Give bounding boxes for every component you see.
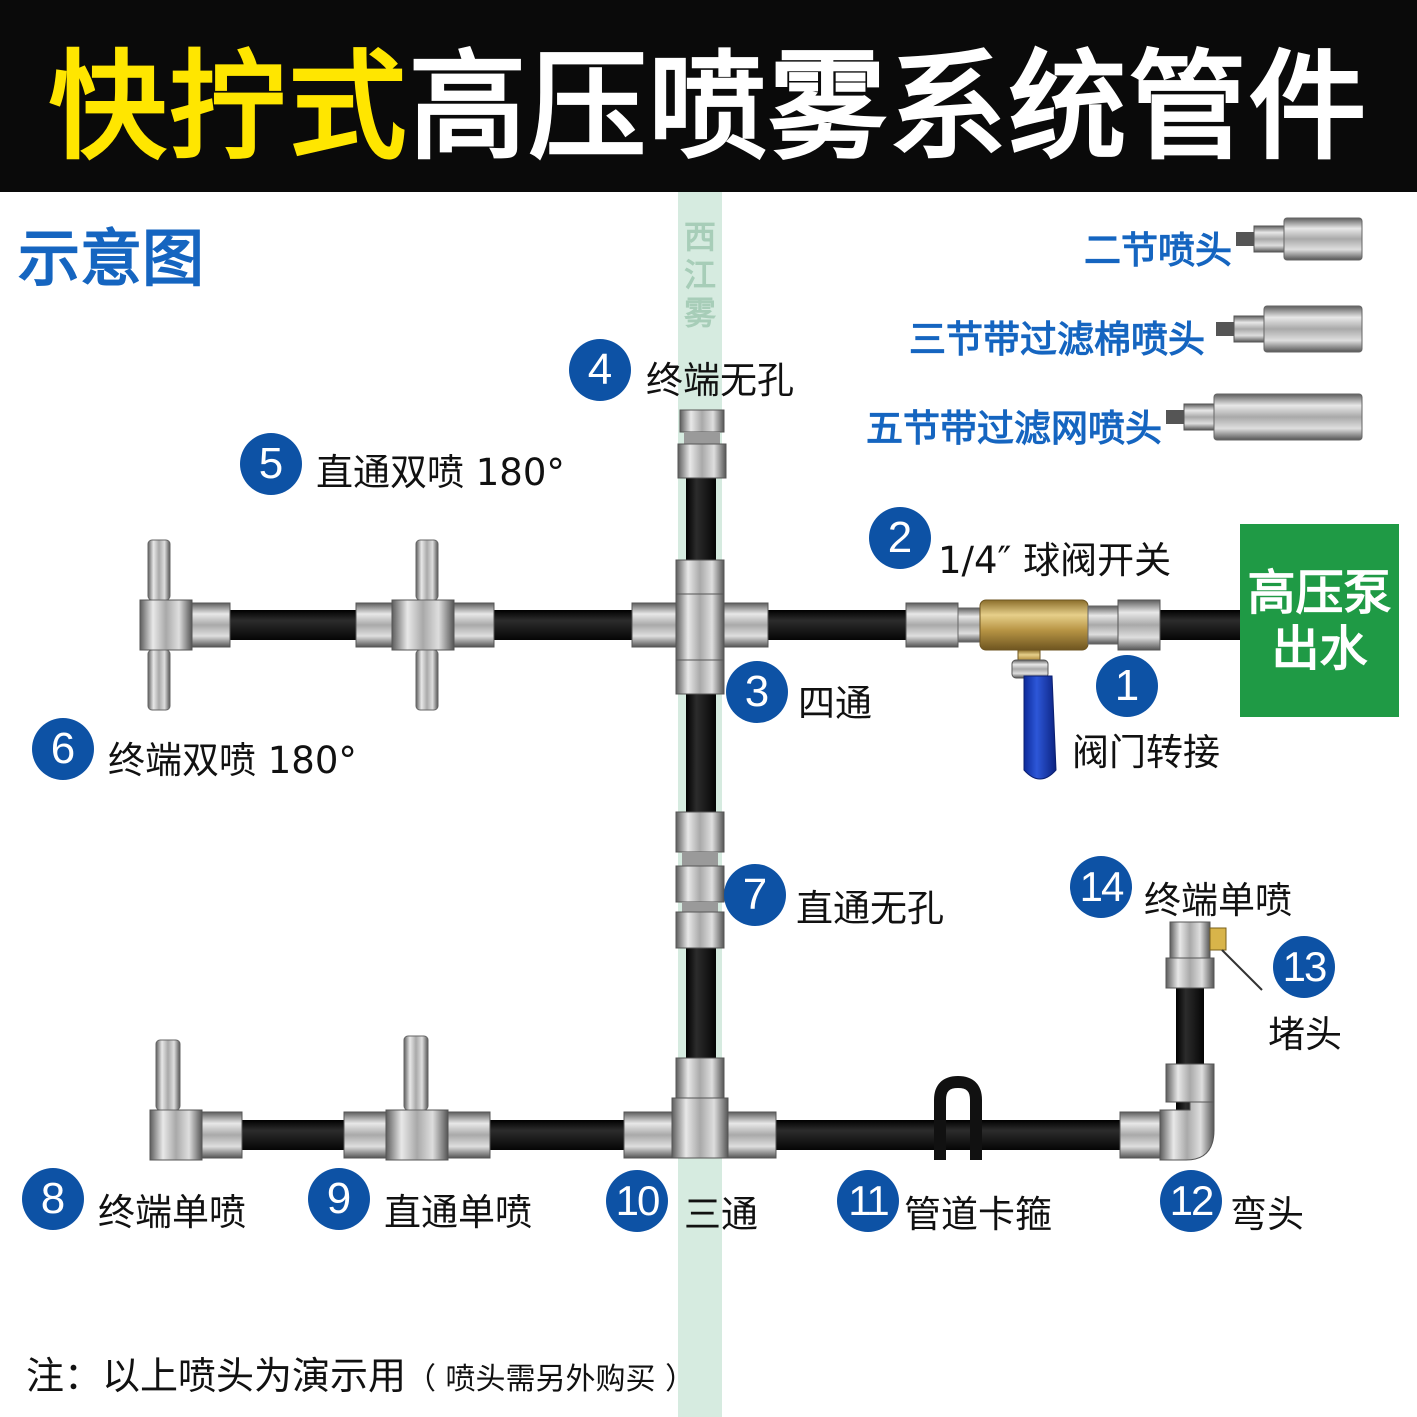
part-badge-8: 8 (22, 1168, 84, 1230)
part-badge-9: 9 (308, 1168, 370, 1230)
part-label-1: 阀门转接 (1072, 722, 1220, 776)
straight-union-fitting (676, 812, 724, 948)
ball-valve (906, 600, 1088, 779)
part-badge-14: 14 (1070, 856, 1132, 918)
part-label-13: 堵头 (1268, 1004, 1342, 1058)
nozzle-label-three-section: 三节带过滤棉喷头 (909, 309, 1205, 363)
part-badge-5: 5 (240, 433, 302, 495)
end-double-spray-fitting (140, 540, 230, 710)
tee-fitting (624, 1058, 776, 1158)
part-badge-3: 3 (726, 661, 788, 723)
part-label-10: 三通 (684, 1184, 758, 1238)
part-label-4: 终端无孔 (646, 350, 794, 404)
nozzle-two-section (1236, 218, 1362, 260)
part-label-9: 直通单喷 (384, 1182, 532, 1236)
part-label-8: 终端单喷 (98, 1182, 246, 1236)
pump-line2: 出水 (1247, 621, 1391, 677)
end-single-spray-fitting (150, 1040, 242, 1160)
footnote: 注：以上喷头为演示用（ 喷头需另外购买 ） (26, 1345, 695, 1400)
pump-outlet-box: 高压泵出水 (1240, 524, 1399, 717)
end-cap-fitting (678, 410, 726, 478)
nozzle-three-section (1216, 306, 1362, 352)
valve-adapter (1088, 600, 1160, 650)
footnote-main: 注：以上喷头为演示用 (26, 1354, 406, 1398)
part-badge-2: 2 (869, 507, 931, 569)
nozzle-label-five-section: 五节带过滤网喷头 (866, 398, 1162, 452)
part-badge-11: 11 (837, 1170, 899, 1232)
part-label-5: 直通双喷 180° (316, 442, 565, 496)
inline-single-spray-fitting (344, 1036, 490, 1160)
part-label-3: 四通 (798, 673, 872, 727)
diagram-subtitle: 示意图 (18, 208, 204, 298)
part-label-6: 终端双喷 180° (108, 730, 357, 784)
part-badge-10: 10 (606, 1170, 668, 1232)
part-badge-7: 7 (724, 864, 786, 926)
part-badge-13: 13 (1273, 936, 1335, 998)
nozzle-label-two-section: 二节喷头 (1084, 220, 1232, 274)
part-label-14: 终端单喷 (1144, 870, 1292, 924)
elbow-fitting (1120, 1064, 1214, 1160)
footnote-paren: （ 喷头需另外购买 ） (406, 1362, 695, 1397)
riser-end-single-spray-fitting (1166, 922, 1262, 990)
part-label-12: 弯头 (1230, 1184, 1304, 1238)
part-badge-12: 12 (1160, 1170, 1222, 1232)
part-label-7: 直通无孔 (796, 878, 944, 932)
part-label-11: 管道卡箍 (904, 1184, 1052, 1238)
part-label-2: 1/4″ 球阀开关 (938, 530, 1171, 584)
part-badge-1: 1 (1096, 655, 1158, 717)
part-badge-4: 4 (569, 339, 631, 401)
nozzle-five-section (1166, 394, 1362, 440)
pump-line1: 高压泵 (1247, 565, 1391, 621)
part-badge-6: 6 (32, 718, 94, 780)
inline-double-spray-fitting (356, 540, 494, 710)
